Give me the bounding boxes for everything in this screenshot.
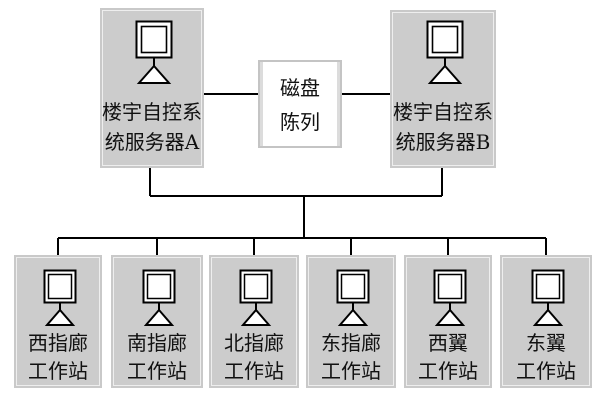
computer-monitor-icon: [433, 269, 467, 326]
computer-monitor-icon: [531, 269, 565, 326]
workstation-label-line1: 东翼: [526, 331, 566, 355]
workstation-east-wing: 东翼 工作站: [500, 255, 592, 388]
workstation-label-line2: 工作站: [127, 359, 187, 383]
workstation-west-corridor: 西指廊 工作站: [14, 255, 102, 388]
server-b-label-line1: 楼宇自控系: [393, 100, 493, 124]
server-a-label-line1: 楼宇自控系: [102, 100, 202, 124]
server-b-label-line2: 统服务器B: [395, 130, 491, 154]
workstation-north-corridor: 北指廊 工作站: [209, 255, 299, 388]
computer-monitor-icon: [426, 20, 464, 84]
computer-monitor-icon: [239, 269, 273, 326]
workstation-label-line1: 北指廊: [224, 331, 284, 355]
computer-monitor-icon: [336, 269, 370, 326]
disk-array-label-line1: 磁盘: [280, 76, 320, 100]
workstation-west-wing: 西翼 工作站: [404, 255, 492, 388]
workstation-label-line1: 西翼: [428, 331, 468, 355]
workstation-label-line2: 工作站: [28, 359, 88, 383]
computer-monitor-icon: [43, 269, 77, 326]
computer-monitor-icon: [142, 269, 176, 326]
workstation-label-line2: 工作站: [516, 359, 576, 383]
computer-monitor-icon: [135, 20, 173, 84]
workstation-label-line1: 西指廊: [28, 331, 88, 355]
workstation-label-line2: 工作站: [418, 359, 478, 383]
server-a-node: 楼宇自控系 统服务器A: [100, 8, 204, 168]
workstation-label-line2: 工作站: [321, 359, 381, 383]
workstation-label-line1: 东指廊: [321, 331, 381, 355]
workstation-east-corridor: 东指廊 工作站: [306, 255, 396, 388]
server-b-node: 楼宇自控系 统服务器B: [390, 10, 496, 168]
server-a-label-line2: 统服务器A: [104, 130, 200, 154]
workstation-label-line1: 南指廊: [127, 331, 187, 355]
disk-array-node: 磁盘 陈列: [258, 60, 342, 148]
disk-array-label-line2: 陈列: [280, 110, 320, 134]
workstation-south-corridor: 南指廊 工作站: [111, 255, 203, 388]
workstation-label-line2: 工作站: [224, 359, 284, 383]
